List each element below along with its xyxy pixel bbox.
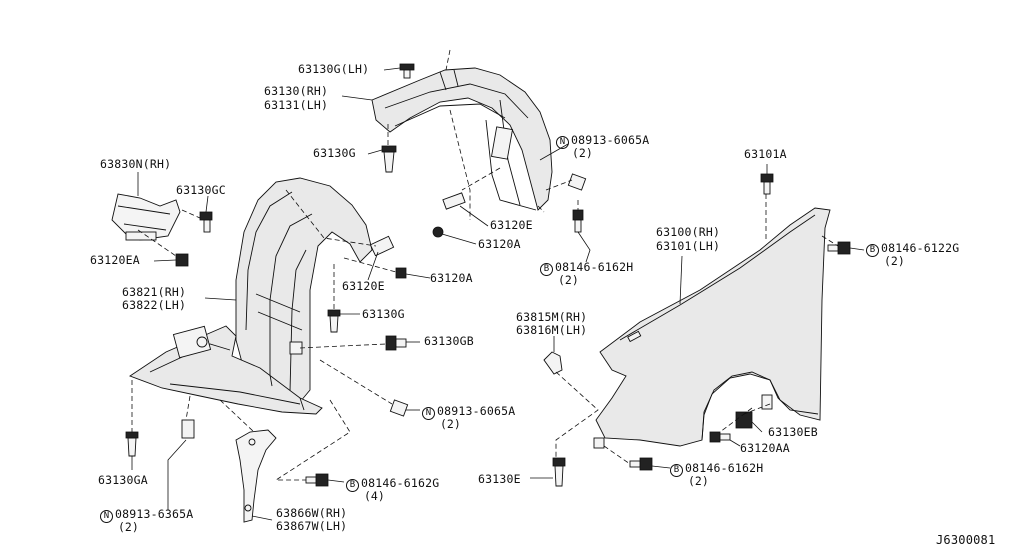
bolt-symbol: B [346,479,359,492]
bolt-symbol: B [670,464,683,477]
upper-splash-shield [371,67,553,211]
callout-63131-lh: 63131(LH) [264,98,329,112]
callout-63101a: 63101A [744,147,787,161]
callout-63866w-rh: 63866W(RH) [276,506,348,520]
assembly-lines [131,49,839,481]
callout-63816m-lh: 63816M(LH) [516,323,588,337]
callout-63821-rh: 63821(RH) [122,285,187,299]
front-fender [595,207,831,447]
callout-63130gc: 63130GC [176,183,226,197]
nut-symbol: N [556,136,569,149]
callout-63120aa: 63120AA [740,441,790,455]
callout-63101-lh: 63101(LH) [656,239,721,253]
nut-symbol: N [422,407,435,420]
callout-63867w-lh: 63867W(LH) [276,519,348,533]
qty-08146-6162g: (4) [364,489,385,503]
main-splash-shield [129,177,373,415]
callout-63100-rh: 63100(RH) [656,225,721,239]
callout-63130gb: 63130GB [424,334,474,348]
callout-63120e-mid: 63120E [342,279,385,293]
qty-08146-6162h-bot: (2) [688,474,709,488]
nut-symbol: N [100,510,113,523]
leader-lines [131,67,865,521]
callout-63120a-top: 63120A [478,237,521,251]
bracket-63830n [111,193,181,241]
callout-63130g-lh: 63130G(LH) [298,62,370,76]
callout-63830n-rh: 63830N(RH) [100,157,172,171]
callout-63120e-top: 63120E [490,218,533,232]
callout-63120a-mid: 63120A [430,271,473,285]
bolt-symbol: B [540,263,553,276]
diagram-id: J6300081 [936,533,996,547]
stay-63866w [235,429,277,523]
bolt-symbol: B [866,244,879,257]
callout-63130e: 63130E [478,472,521,486]
callout-63130g-top: 63130G [313,146,356,160]
qty-08913-6065a-top: (2) [572,146,593,160]
callout-63120ea: 63120EA [90,253,140,267]
callout-63822-lh: 63822(LH) [122,298,187,312]
qty-08913-6065a-mid: (2) [440,417,461,431]
callout-63130ga: 63130GA [98,473,148,487]
callout-63130-rh: 63130(RH) [264,84,329,98]
qty-08146-6122g: (2) [884,254,905,268]
callout-63130eb: 63130EB [768,425,818,439]
callout-63815m-rh: 63815M(RH) [516,310,588,324]
callout-63130g-mid: 63130G [362,307,405,321]
qty-08913-6365a: (2) [118,520,139,534]
fasteners [125,63,851,487]
qty-08146-6162h-top: (2) [558,273,579,287]
